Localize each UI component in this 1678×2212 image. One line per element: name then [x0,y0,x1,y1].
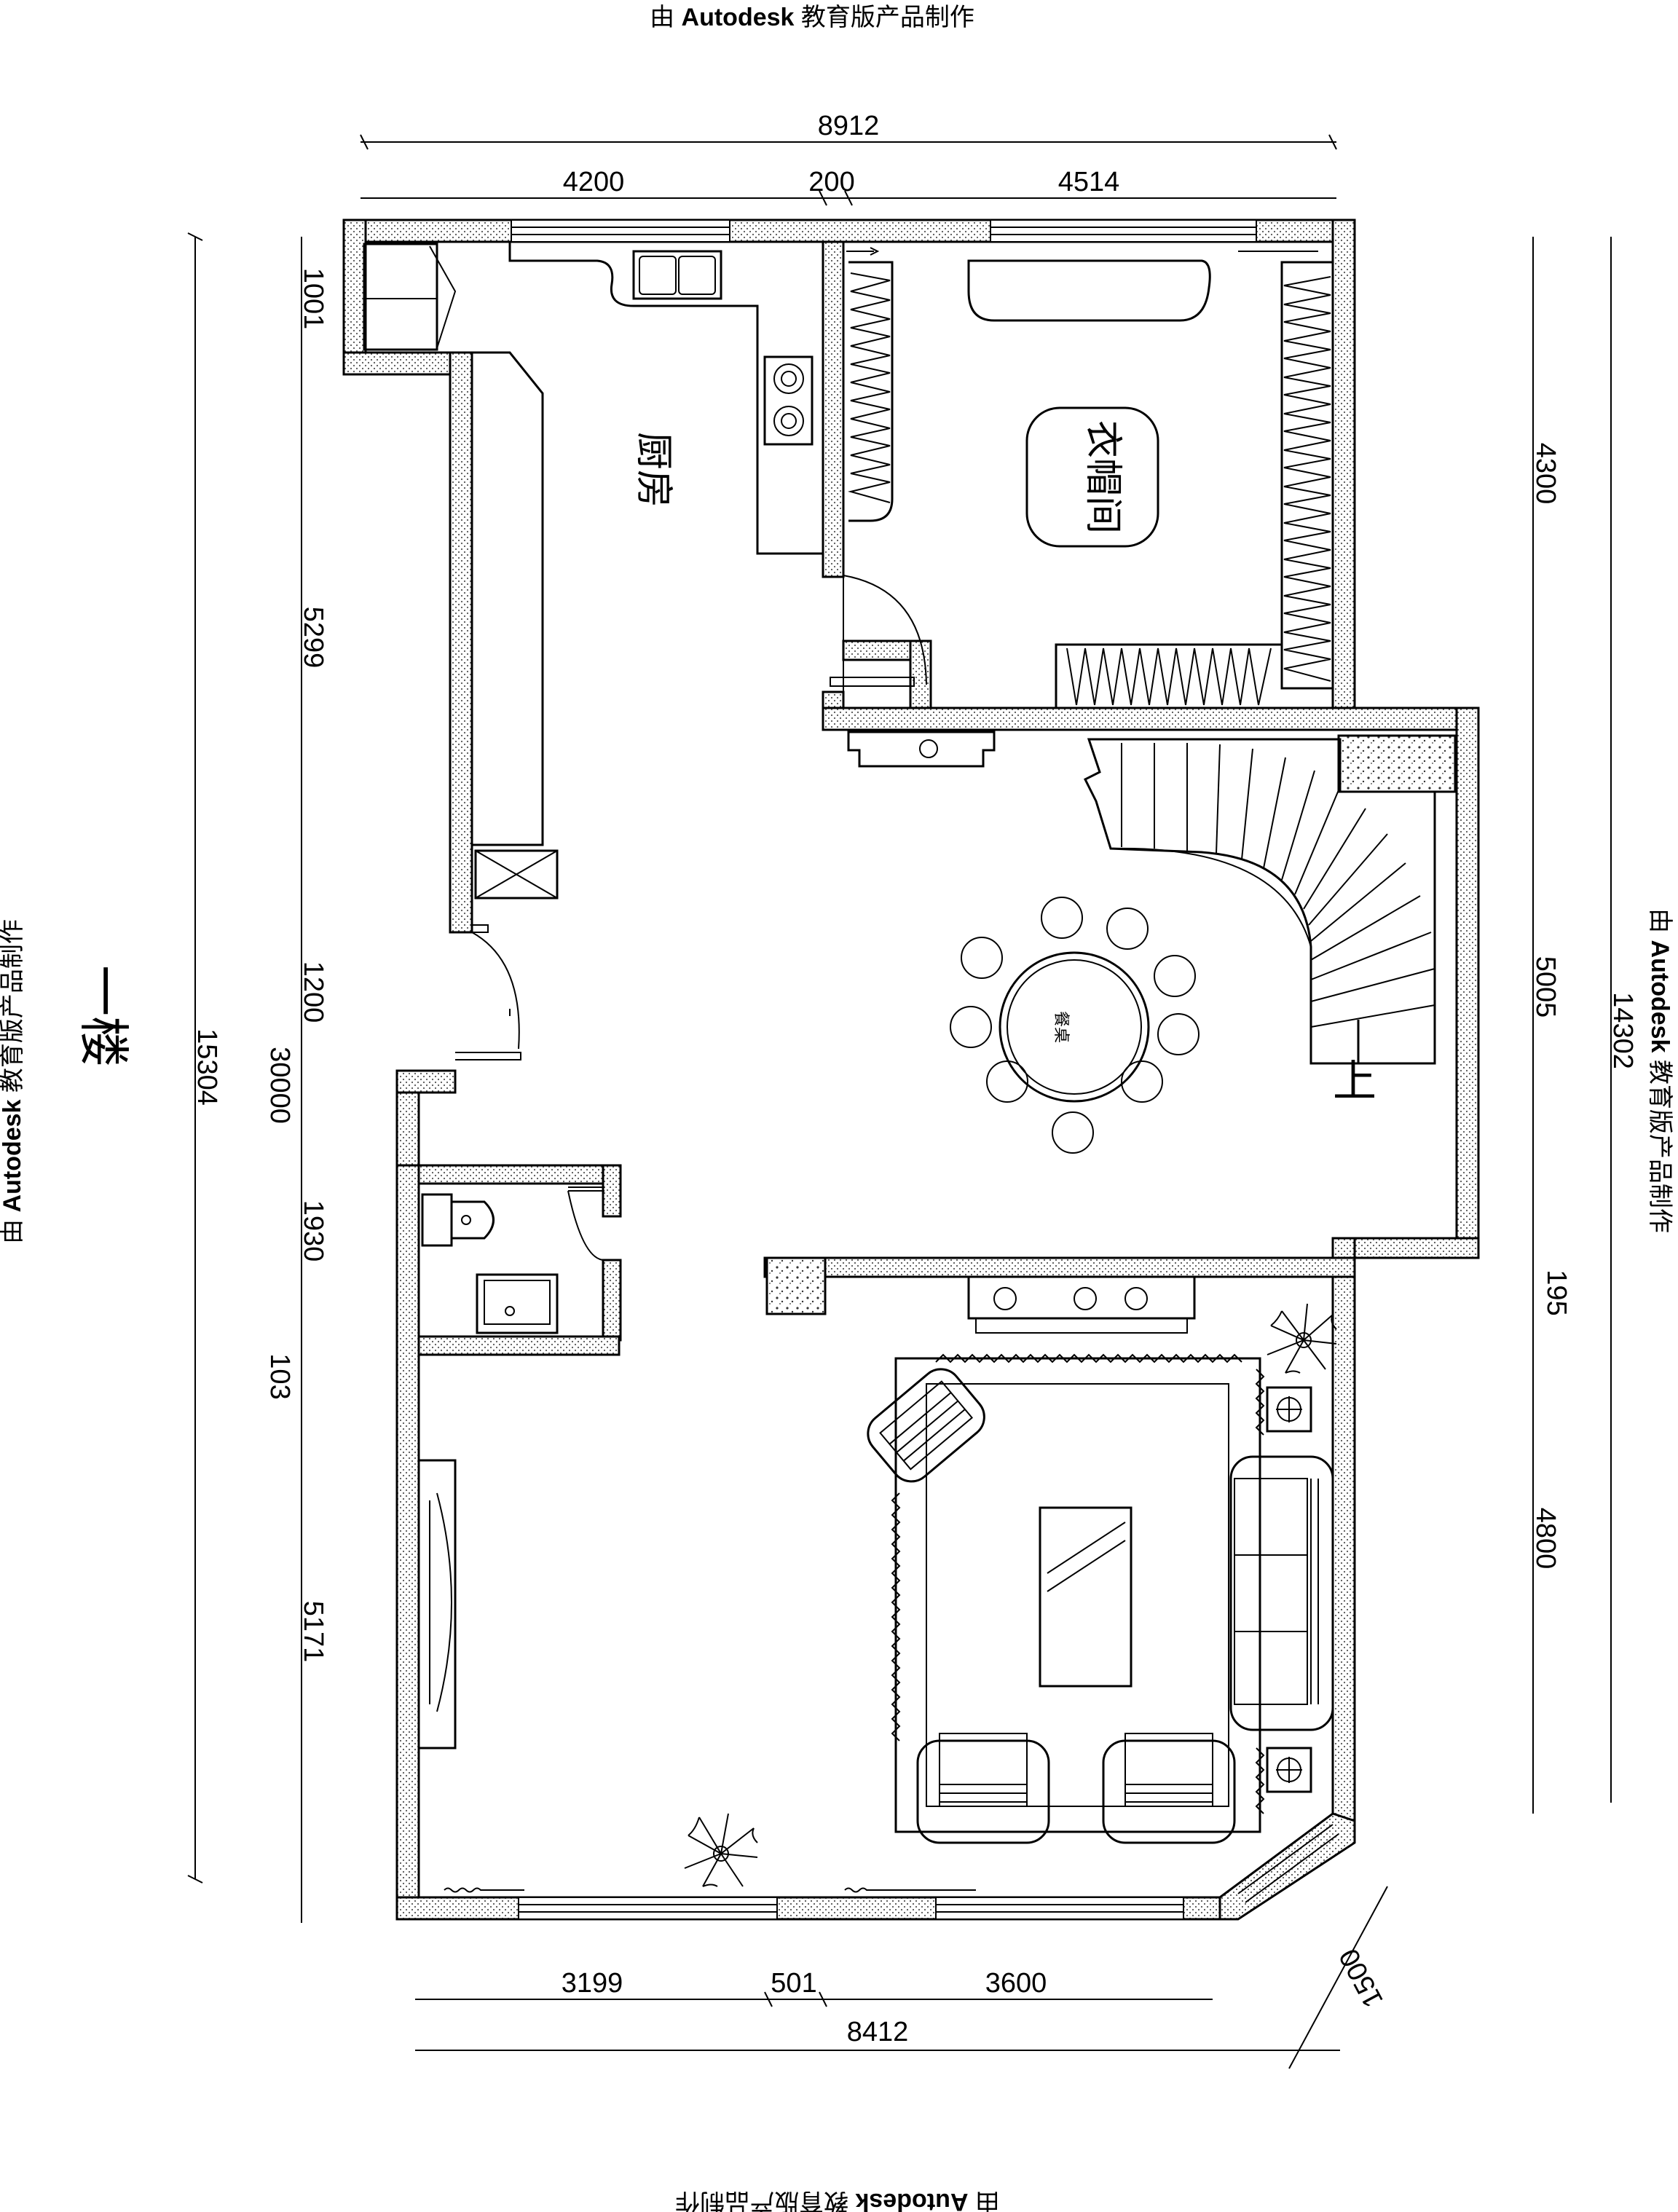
dim-left-7: 5171 [298,1601,328,1663]
plant-living [1267,1303,1337,1374]
dim-top-mid: 200 [808,167,854,197]
dim-right-4: 4800 [1530,1508,1561,1570]
dim-left-3: 1200 [298,961,328,1023]
watermark-right: 由 Autodesk 教育版产品制作 [1646,908,1674,1233]
dim-top-right: 4514 [1058,167,1120,197]
cloakroom: 衣帽间 [846,247,1333,708]
dim-right-total: 14302 [1607,992,1638,1069]
dim-bottom-mid: 501 [771,1968,816,1999]
dim-right-2: 5005 [1530,956,1561,1018]
dim-left-5: 1930 [298,1200,328,1262]
dimension-bottom: 3199 501 3600 8412 [415,1968,1340,2051]
watermark-bottom: 由 Autodesk 教育版产品制作 [675,2188,1000,2212]
column-stair [1337,734,1457,793]
dimension-top: 8912 4200 200 4514 [360,111,1337,206]
bathroom [421,1186,605,1334]
entry-door [455,924,521,1060]
dining-table: 餐桌 [950,897,1200,1154]
dim-bottom-total: 8412 [847,2017,909,2047]
staircase: 上 [1083,738,1436,1107]
vent-marks [444,1887,976,1893]
dining-table-label: 餐桌 [1052,1011,1070,1043]
column-living [765,1256,827,1315]
watermark-top: 由 Autodesk 教育版产品制作 [650,4,974,31]
windows [511,219,1257,1920]
plant-corner [684,1813,758,1887]
dim-top-total: 8912 [818,111,880,141]
living-room [417,1277,1339,1903]
dim-left-1: 1001 [298,268,328,330]
dim-left-total: 15304 [192,1028,222,1106]
dim-top-left: 4200 [563,167,625,197]
dim-left-2: 5299 [298,607,328,669]
dim-bottom-right: 3600 [985,1968,1047,1999]
walls [342,219,1480,1921]
dim-bottom-left: 3199 [562,1968,623,1999]
dimension-right: 4300 5005 195 4800 14302 1500 [1288,237,1638,2069]
dim-right-1: 4300 [1530,443,1561,505]
dimension-left: 15304 1001 5299 1200 30000 1930 103 5171 [187,232,328,1923]
dim-bay-window: 1500 [1334,1943,1390,2012]
stair-up-label: 上 [1333,1056,1376,1107]
room-label-cloakroom: 衣帽间 [1081,420,1124,534]
floor-title: 一楼 [74,965,133,1067]
dim-left-6: 103 [264,1353,295,1399]
kitchen: 厨房 [363,242,927,900]
watermark-left: 由 Autodesk 教育版产品制作 [0,919,26,1244]
cabinet-hall [847,731,996,768]
room-label-kitchen: 厨房 [631,432,675,508]
dim-right-3: 195 [1541,1270,1572,1315]
dim-left-4: 30000 [264,1047,295,1124]
